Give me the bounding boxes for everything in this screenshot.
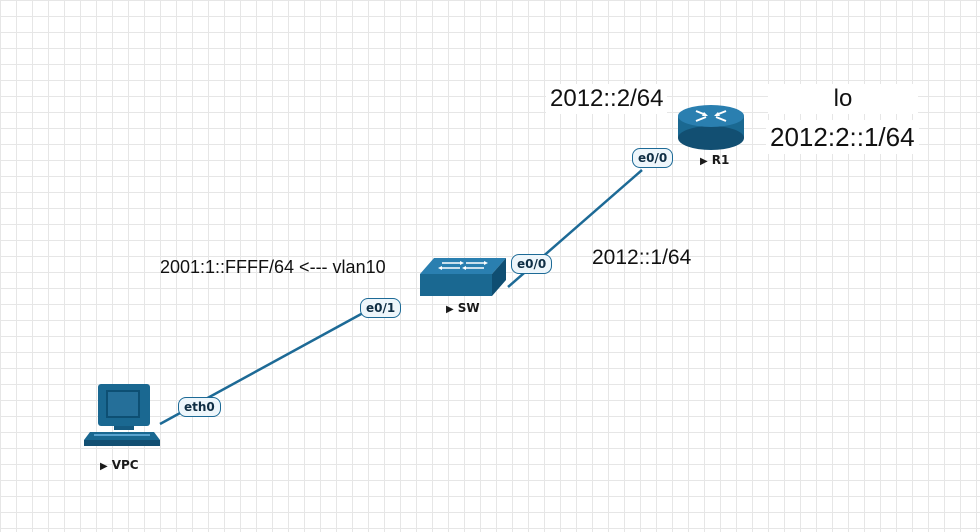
r1-label[interactable]: ▶R1: [700, 153, 730, 167]
loopback-address: 2012:2::1/64: [766, 120, 919, 154]
computer-icon[interactable]: [84, 382, 160, 454]
play-icon: ▶: [100, 461, 108, 472]
play-icon: ▶: [700, 156, 708, 167]
iface-vpc-eth0[interactable]: eth0: [178, 397, 221, 417]
sw-label[interactable]: ▶SW: [446, 301, 480, 315]
iface-sw-e01[interactable]: e0/1: [360, 298, 402, 318]
router-icon[interactable]: [676, 104, 746, 152]
r1-e00-address: 2012::2/64: [546, 84, 668, 114]
sw-e00-address: 2012::1/64: [592, 246, 692, 269]
iface-sw-e00[interactable]: e0/0: [511, 254, 553, 274]
vlan10-address: 2001:1::FFFF/64 <--- vlan10: [160, 257, 386, 277]
iface-r1-e00[interactable]: e0/0: [632, 148, 674, 168]
switch-icon[interactable]: [420, 256, 506, 298]
loopback-name: lo: [768, 84, 918, 114]
play-icon: ▶: [446, 304, 454, 315]
vpc-label[interactable]: ▶VPC: [100, 458, 139, 472]
